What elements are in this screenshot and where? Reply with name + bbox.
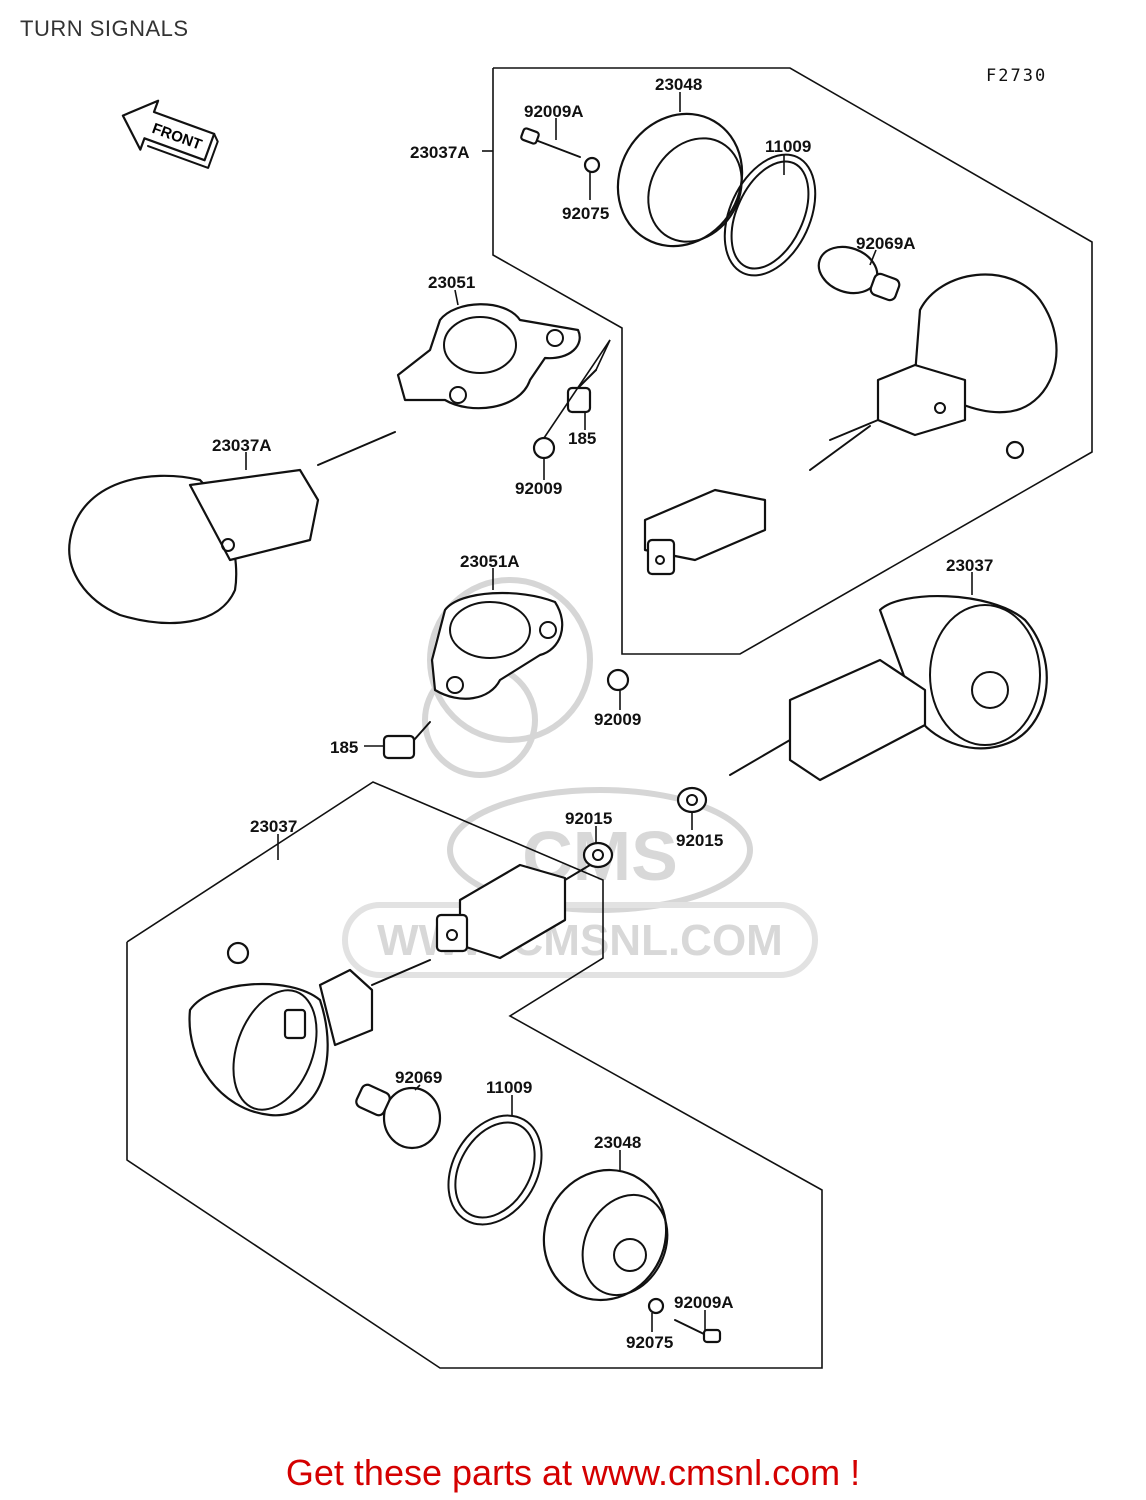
part-label-92009-upper: 92009: [515, 479, 562, 498]
washer-92075-top: [583, 156, 601, 174]
part-label-23048-bottom: 23048: [594, 1133, 641, 1152]
lamp-body-upper-right: [809, 273, 1058, 471]
holder-block-upper: [643, 488, 767, 576]
leader-lines: [245, 92, 973, 1332]
part-label-185-top: 185: [568, 429, 596, 448]
lamp-23037a-left: [68, 431, 396, 625]
gasket-bottom: [447, 1114, 543, 1226]
nut-92015-lower: [582, 841, 614, 869]
group-outline-lower: [126, 781, 823, 1369]
front-arrow-icon: FRONT: [121, 99, 219, 169]
part-label-23051a: 23051A: [460, 552, 520, 571]
part-label-92009a-top: 92009A: [524, 102, 584, 121]
lamp-23037-right: [729, 594, 1048, 782]
part-label-11009-top: 11009: [765, 137, 811, 156]
lens-housing-top: [616, 112, 744, 248]
part-label-92069a: 92069A: [856, 234, 916, 253]
part-label-23048-top: 23048: [655, 75, 702, 94]
bracket-23051: [396, 303, 581, 410]
bulb-92069a: [817, 245, 901, 302]
screw-92009a-bottom: [674, 1319, 722, 1344]
part-label-92075-top: 92075: [562, 204, 609, 223]
group-outline-upper: [492, 67, 1093, 655]
part-label-92009a-bottom: 92009A: [674, 1293, 734, 1312]
part-label-23037a-top: 23037A: [410, 143, 470, 162]
cta-link[interactable]: Get these parts at www.cmsnl.com !: [285, 1452, 861, 1493]
nut-92015-right: [676, 786, 708, 814]
part-label-92075-bottom: 92075: [626, 1333, 673, 1352]
part-label-23037-right: 23037: [946, 556, 993, 575]
holder-block-lower: [435, 863, 591, 960]
watermark: CMS WWW.CMSNL.COM: [342, 577, 818, 978]
lamp-body-lower-left: [188, 959, 431, 1117]
part-label-92015-a: 92015: [565, 809, 612, 828]
bolt-185-mid: [382, 721, 431, 760]
screw-right-small: [1005, 440, 1025, 460]
lens-housing-bottom: [542, 1168, 669, 1302]
screw-92009-mid: [606, 668, 630, 692]
page-title: TURN SIGNALS: [20, 16, 189, 41]
part-label-185-mid: 185: [330, 738, 358, 757]
washer-92075-bottom: [647, 1297, 665, 1315]
part-label-92009-mid: 92009: [594, 710, 641, 729]
screw-92009-upper: [532, 436, 556, 460]
part-label-23051: 23051: [428, 273, 475, 292]
screw-92009a-top: [520, 127, 581, 158]
part-label-11009-bottom: 11009: [486, 1078, 532, 1097]
gasket-top: [723, 153, 817, 277]
bolt-185-top: [566, 369, 597, 414]
part-label-92015-b: 92015: [676, 831, 723, 850]
screw-left-small: [226, 941, 250, 965]
figure-code: F2730: [986, 66, 1048, 86]
bracket-23051a: [430, 591, 564, 700]
parts-diagram: CMS WWW.CMSNL.COM FRONT: [68, 67, 1093, 1369]
part-label-23037-bottom: 23037: [250, 817, 297, 836]
part-label-23037a-left: 23037A: [212, 436, 272, 455]
part-label-92069: 92069: [395, 1068, 442, 1087]
bulb-92069: [355, 1083, 442, 1150]
